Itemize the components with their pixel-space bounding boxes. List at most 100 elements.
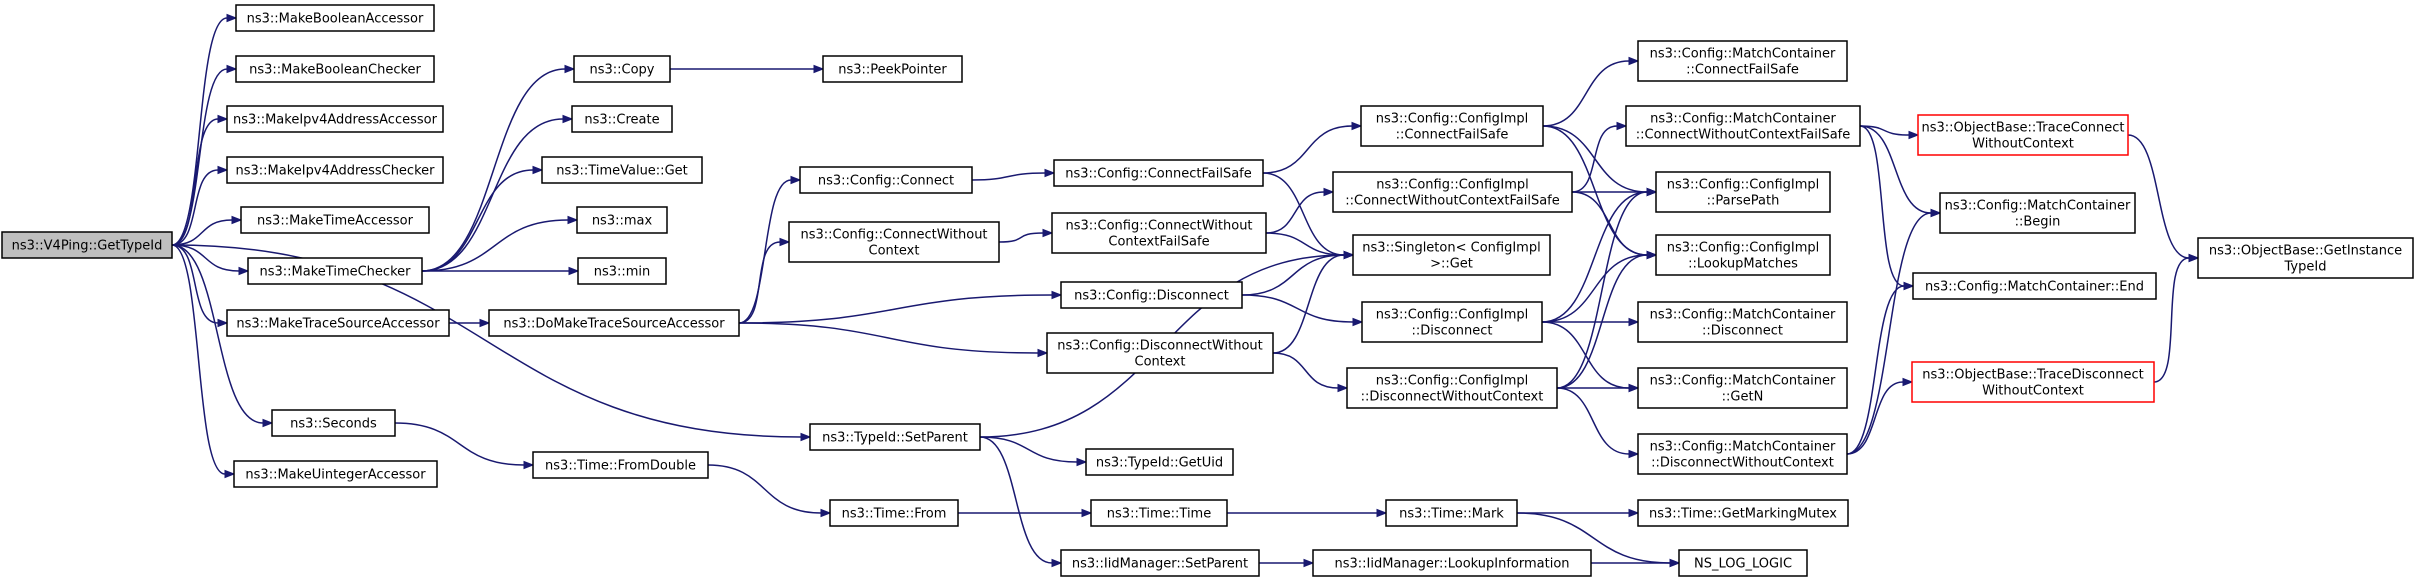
graph-node-mcend[interactable]: ns3::Config::MatchContainer::End <box>1912 272 2157 300</box>
node-label: ns3::Config::ConnectWithout <box>1065 219 1252 234</box>
node-label: TypeId <box>2284 260 2327 275</box>
graph-node-min[interactable]: ns3::min <box>577 257 667 285</box>
graph-node-mba[interactable]: ns3::MakeBooleanAccessor <box>235 4 435 32</box>
node-label: ns3::IidManager::LookupInformation <box>1334 557 1569 572</box>
graph-node-cdisc[interactable]: ns3::Config::Disconnect <box>1060 281 1243 309</box>
graph-node-singleton[interactable]: ns3::Singleton< ConfigImpl>::Get <box>1352 234 1551 276</box>
node-label: ns3::Time::From <box>842 507 947 522</box>
node-label: Context <box>1135 355 1186 370</box>
node-label: ns3::TimeValue::Get <box>556 164 688 179</box>
edge-cdisc-to-cidisc <box>1241 294 1364 327</box>
node-label: ns3::min <box>594 265 651 280</box>
edge-cidwc-to-cipp <box>1556 187 1658 389</box>
node-box <box>226 156 444 184</box>
node-box <box>271 409 396 437</box>
graph-node-gmm[interactable]: ns3::Time::GetMarkingMutex <box>1637 499 1849 527</box>
graph-node-mcdisc[interactable]: ns3::Config::MatchContainer::Disconnect <box>1637 301 1848 343</box>
edge-ccwcfs-to-cicwcfs <box>1265 187 1335 234</box>
graph-node-max[interactable]: ns3::max <box>576 206 668 234</box>
graph-node-mua[interactable]: ns3::MakeUintegerAccessor <box>233 460 438 488</box>
node-box <box>541 156 703 184</box>
graph-node-mta[interactable]: ns3::MakeTimeAccessor <box>240 206 430 234</box>
edge-setparent-to-iidsp <box>979 436 1063 568</box>
graph-node-obtc[interactable]: ns3::ObjectBase::TraceConnectWithoutCont… <box>1917 114 2129 156</box>
graph-node-sec[interactable]: ns3::Seconds <box>271 409 396 437</box>
graph-node-ccfs[interactable]: ns3::Config::ConnectFailSafe <box>1053 159 1264 187</box>
edge-root-to-mipc <box>171 165 229 246</box>
node-label: ns3::ObjectBase::GetInstance <box>2209 244 2402 259</box>
node-box <box>1655 171 1831 213</box>
graph-node-ccwcfs[interactable]: ns3::Config::ConnectWithoutContextFailSa… <box>1051 212 1267 254</box>
call-graph-nodes: ns3::V4Ping::GetTypeId ns3::MakeBooleanAc… <box>1 4 2414 577</box>
graph-node-dmtsa[interactable]: ns3::DoMakeTraceSourceAccessor <box>488 309 740 337</box>
graph-node-cidwc[interactable]: ns3::Config::ConfigImpl::DisconnectWitho… <box>1346 367 1558 409</box>
graph-node-getuid[interactable]: ns3::TypeId::GetUid <box>1085 448 1234 476</box>
graph-node-ttime[interactable]: ns3::Time::Time <box>1090 499 1228 527</box>
node-box <box>488 309 740 337</box>
node-box <box>822 55 963 83</box>
graph-node-mccfs[interactable]: ns3::Config::MatchContainer::ConnectFail… <box>1637 40 1848 82</box>
graph-node-mtsa[interactable]: ns3::MakeTraceSourceAccessor <box>226 309 450 337</box>
graph-node-root[interactable]: ns3::V4Ping::GetTypeId <box>1 231 173 259</box>
graph-node-mcdwc[interactable]: ns3::Config::MatchContainer::DisconnectW… <box>1637 433 1848 475</box>
graph-node-mipc[interactable]: ns3::MakeIpv4AddressChecker <box>226 156 444 184</box>
edge-iidlookup-to-nslog <box>1590 558 1681 568</box>
graph-node-iidsp[interactable]: ns3::IidManager::SetParent <box>1060 549 1260 577</box>
node-label: ns3::Config::Disconnect <box>1074 289 1229 304</box>
node-box <box>788 221 1000 263</box>
graph-node-obtd[interactable]: ns3::ObjectBase::TraceDisconnectWithoutC… <box>1911 361 2155 403</box>
edge-dmtsa-to-cconn <box>738 175 802 324</box>
edge-mccwcfs-to-mcend <box>1859 125 1915 291</box>
graph-node-cidisc[interactable]: ns3::Config::ConfigImpl::Disconnect <box>1361 301 1543 343</box>
graph-node-cconn[interactable]: ns3::Config::Connect <box>799 166 973 194</box>
graph-node-cicfs[interactable]: ns3::Config::ConfigImpl::ConnectFailSafe <box>1360 105 1544 147</box>
node-box <box>1911 361 2155 403</box>
graph-node-copy[interactable]: ns3::Copy <box>573 55 671 83</box>
node-label: ns3::Config::MatchContainer <box>1650 440 1836 455</box>
edge-mtc-to-max <box>421 215 579 272</box>
node-box <box>1051 212 1267 254</box>
graph-node-mcbegin[interactable]: ns3::Config::MatchContainer::Begin <box>1939 192 2136 234</box>
node-label: ns3::Create <box>584 113 659 128</box>
edge-cicwcfs-to-cilm <box>1571 191 1658 260</box>
node-label: ns3::Time::Mark <box>1399 507 1504 522</box>
edge-root-to-mta <box>171 215 243 246</box>
graph-node-setparent[interactable]: ns3::TypeId::SetParent <box>809 423 981 451</box>
graph-node-cicwcfs[interactable]: ns3::Config::ConfigImpl::ConnectWithoutC… <box>1332 171 1573 213</box>
edge-dmtsa-to-ccwc <box>738 237 791 324</box>
graph-node-mccwcfs[interactable]: ns3::Config::MatchContainer::ConnectWith… <box>1625 105 1861 147</box>
graph-node-cilm[interactable]: ns3::Config::ConfigImpl::LookupMatches <box>1655 234 1831 276</box>
node-box <box>532 451 709 479</box>
node-label: ns3::MakeTraceSourceAccessor <box>236 317 440 332</box>
graph-node-ccwc[interactable]: ns3::Config::ConnectWithoutContext <box>788 221 1000 263</box>
graph-node-tvget[interactable]: ns3::TimeValue::Get <box>541 156 703 184</box>
node-box <box>235 4 435 32</box>
edge-mcdwc-to-obtd <box>1846 377 1914 455</box>
edge-cicfs-to-mccfs <box>1542 56 1640 127</box>
node-box <box>1637 367 1848 409</box>
edge-dmtsa-to-cdwc <box>738 322 1049 358</box>
graph-node-tfrom[interactable]: ns3::Time::From <box>829 499 959 527</box>
graph-node-nslog[interactable]: NS_LOG_LOGIC <box>1678 549 1808 577</box>
node-label: ::ConnectWithoutContextFailSafe <box>1345 194 1560 209</box>
node-label: ns3::Config::MatchContainer <box>1650 47 1836 62</box>
graph-node-mbc[interactable]: ns3::MakeBooleanChecker <box>235 55 435 83</box>
graph-node-cdwc[interactable]: ns3::Config::DisconnectWithoutContext <box>1046 332 1274 374</box>
node-label: Context <box>869 244 920 259</box>
graph-node-tfd[interactable]: ns3::Time::FromDouble <box>532 451 709 479</box>
node-label: ::DisconnectWithoutContext <box>1361 390 1544 405</box>
graph-node-mipa[interactable]: ns3::MakeIpv4AddressAccessor <box>226 105 444 133</box>
node-label: ::ConnectFailSafe <box>1396 128 1509 143</box>
graph-node-mcgetn[interactable]: ns3::Config::MatchContainer::GetN <box>1637 367 1848 409</box>
graph-node-create[interactable]: ns3::Create <box>571 105 673 133</box>
graph-node-mtc[interactable]: ns3::MakeTimeChecker <box>247 257 423 285</box>
graph-node-iidlookup[interactable]: ns3::IidManager::LookupInformation <box>1312 549 1592 577</box>
node-label: ns3::TypeId::GetUid <box>1096 456 1223 471</box>
node-label: ns3::TypeId::SetParent <box>822 431 968 446</box>
node-label: ns3::Config::ConnectWithout <box>800 228 987 243</box>
graph-node-tmark[interactable]: ns3::Time::Mark <box>1385 499 1518 527</box>
graph-node-peek[interactable]: ns3::PeekPointer <box>822 55 963 83</box>
graph-node-cipp[interactable]: ns3::Config::ConfigImpl::ParsePath <box>1655 171 1831 213</box>
edge-mtc-to-copy <box>421 64 576 272</box>
